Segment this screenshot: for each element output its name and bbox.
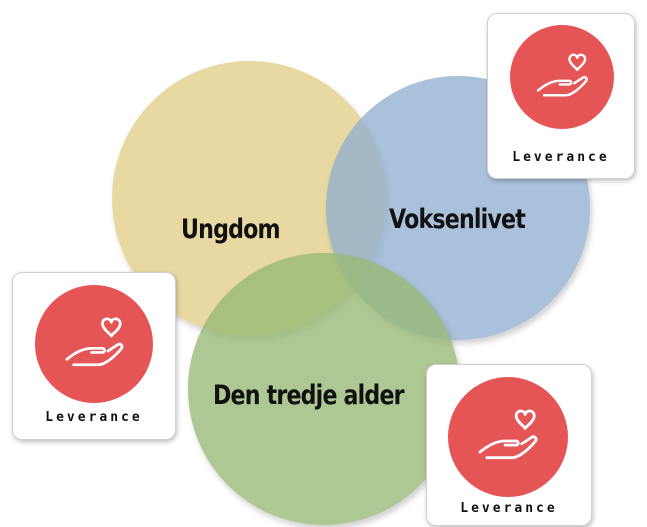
heart-hand-icon	[65, 317, 124, 366]
card-label: Leverance	[512, 150, 610, 165]
label-ungdom: Ungdom	[181, 214, 281, 245]
badge-circle	[35, 285, 153, 403]
heart-hand-icon	[478, 409, 538, 460]
label-den-tredje-alder: Den tredje alder	[213, 380, 405, 411]
card-label: Leverance	[45, 410, 143, 425]
heart-hand-icon	[536, 53, 588, 97]
leverance-card-bottom-right: Leverance	[426, 364, 592, 526]
leverance-card-top-right: Leverance	[487, 13, 635, 179]
leverance-card-left: Leverance	[12, 272, 176, 440]
circle-den-tredje-alder	[188, 253, 460, 525]
badge-circle	[448, 377, 568, 497]
label-voksenlivet: Voksenlivet	[389, 204, 526, 235]
badge-circle	[510, 25, 614, 129]
card-label: Leverance	[460, 501, 558, 516]
